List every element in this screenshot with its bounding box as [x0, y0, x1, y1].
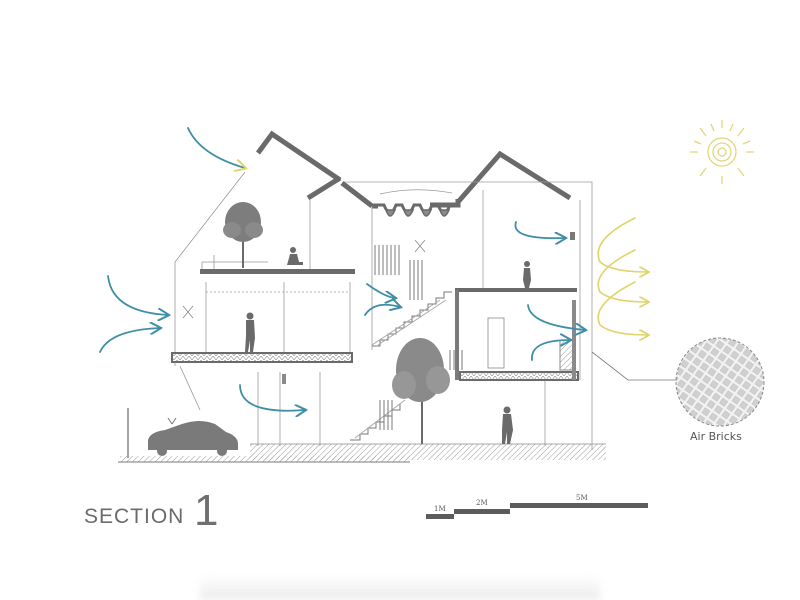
person-upper [523, 261, 531, 288]
door [487, 317, 505, 369]
scale-bar [426, 503, 648, 519]
courtyard-tree [392, 338, 450, 444]
ground-line [118, 408, 606, 463]
fan-icons [182, 239, 426, 319]
roof-tree [223, 202, 263, 268]
car-silhouette [148, 417, 238, 456]
person-walking [245, 312, 255, 352]
air-bricks-label: Air Bricks [690, 430, 742, 443]
section-title-number: 1 [194, 486, 220, 535]
scale-label-1m: 1M [434, 505, 446, 513]
wind-arrows [99, 127, 585, 411]
skylight-scallops [378, 189, 456, 217]
section-title-word: SECTION [84, 505, 185, 528]
scale-label-2m: 2M [476, 499, 488, 507]
scale-label-5m: 5M [576, 494, 588, 502]
person-ground [502, 406, 513, 444]
sun-icon [690, 120, 754, 184]
building-outline [205, 181, 593, 450]
heat-arrows [597, 217, 648, 335]
roof-terrace-railing [201, 255, 268, 269]
person-sitting [287, 247, 303, 265]
air-bricks-callout [591, 337, 765, 427]
bottom-shadow [200, 575, 600, 600]
roof-structure [255, 130, 572, 209]
staircase [350, 245, 576, 441]
left-facade-outline [174, 171, 246, 411]
